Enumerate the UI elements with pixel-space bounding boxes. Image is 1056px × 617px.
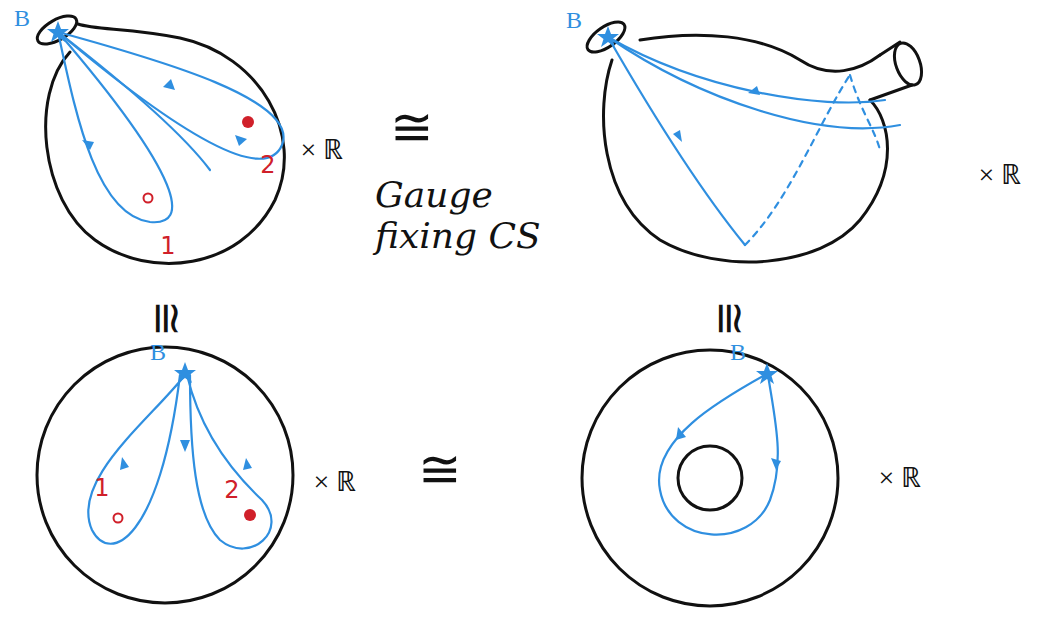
arrowhead <box>771 458 781 470</box>
boundary-circle <box>889 39 927 89</box>
annulus-outer <box>582 350 838 606</box>
basepoint-label: B <box>14 6 30 30</box>
arrowhead <box>82 140 94 150</box>
puncture-number: 1 <box>160 234 175 258</box>
isomorphism-sign: ≅ <box>706 300 750 337</box>
neck-line <box>870 85 912 100</box>
boundary-circle <box>582 16 630 58</box>
disk-outline <box>37 347 293 603</box>
loop-path <box>659 375 778 535</box>
arrowhead <box>673 130 682 142</box>
isomorphism-sign: ≅ <box>390 102 434 154</box>
loop-path <box>608 37 900 128</box>
basepoint-star <box>756 363 778 384</box>
loop-path <box>58 32 284 159</box>
loop-path <box>608 37 885 102</box>
product-label: × ℝ <box>301 136 344 164</box>
product-label: × ℝ <box>979 161 1022 189</box>
surfaces <box>33 10 927 606</box>
basepoint-star <box>597 26 619 47</box>
loops <box>58 32 900 549</box>
puncture-number: 2 <box>260 153 275 177</box>
isomorphism-sign: ≅ <box>143 300 187 337</box>
product-label: × ℝ <box>314 468 357 496</box>
isomorphism-sign: ≅ <box>418 444 462 496</box>
base-points <box>47 21 778 384</box>
annulus-inner <box>678 446 742 510</box>
arrowhead <box>120 457 129 470</box>
basepoint-label: B <box>566 8 582 32</box>
loop-path <box>745 75 850 245</box>
basepoint-star <box>174 362 196 383</box>
arrowhead <box>676 427 686 440</box>
arrowhead <box>163 79 175 90</box>
basepoint-label: B <box>730 340 746 364</box>
basepoint-star <box>47 21 69 42</box>
loop-path <box>88 375 185 544</box>
puncture-number: 1 <box>94 476 109 500</box>
arrowheads <box>82 79 781 470</box>
arrowhead <box>243 458 252 470</box>
puncture-filled <box>244 509 256 521</box>
surface-outline <box>640 35 880 71</box>
puncture-number: 2 <box>224 478 239 502</box>
product-label: × ℝ <box>879 464 922 492</box>
loop-path <box>187 375 271 549</box>
arrowhead <box>748 86 760 95</box>
surface-outline <box>46 24 285 263</box>
puncture-open <box>114 514 123 523</box>
loop-path <box>58 32 210 170</box>
basepoint-label: B <box>150 340 166 364</box>
puncture-filled <box>242 116 254 128</box>
arrowhead <box>180 440 190 452</box>
arrowhead <box>235 135 247 146</box>
marked-points <box>114 116 257 523</box>
puncture-open <box>144 194 153 203</box>
caption-note: Gauge fixing CS <box>375 174 545 257</box>
loop-path <box>850 75 880 150</box>
